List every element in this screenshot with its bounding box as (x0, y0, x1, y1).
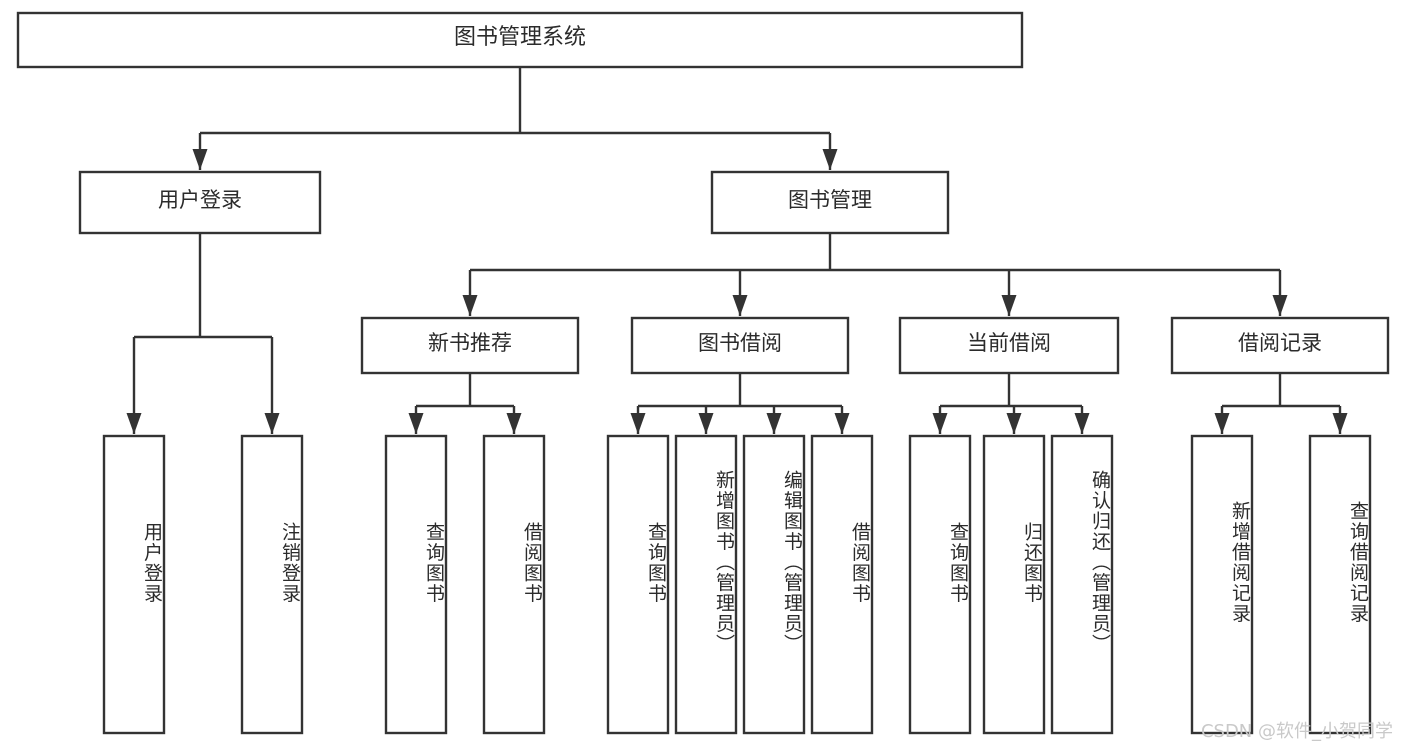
node-borrow-record[interactable] (1170, 316, 1390, 375)
leaf-leaf-add-book[interactable] (674, 434, 738, 735)
node-book-borrow[interactable] (630, 316, 850, 375)
leaf-leaf-query-book-3[interactable] (908, 434, 972, 735)
leaf-leaf-query-book-2-label: 查询图书 (645, 521, 667, 604)
arrow-head-icon (462, 295, 478, 316)
leaf-leaf-query-book-1[interactable] (384, 434, 448, 735)
node-current-borrow[interactable] (898, 316, 1120, 375)
leaf-leaf-query-book-3-label: 查询图书 (947, 521, 969, 604)
leaf-leaf-return-book[interactable] (982, 434, 1046, 735)
node-book-manage-label: 图书管理 (788, 187, 872, 212)
arrow-head-icon (932, 413, 948, 434)
leaf-leaf-query-record[interactable] (1308, 434, 1372, 735)
leaf-leaf-query-book-2[interactable] (606, 434, 670, 735)
arrow-head-icon (126, 413, 142, 434)
arrow-head-icon (822, 149, 838, 170)
leaf-leaf-add-record-label: 新增借阅记录 (1229, 501, 1251, 624)
leaf-leaf-return-book-label: 归还图书 (1021, 521, 1043, 604)
leaf-leaf-query-record-label: 查询借阅记录 (1347, 501, 1369, 624)
leaf-leaf-confirm-return[interactable] (1050, 434, 1114, 735)
node-root[interactable] (16, 11, 1024, 69)
leaf-leaf-user-login[interactable] (102, 434, 166, 735)
node-user-login-label: 用户登录 (158, 187, 242, 212)
leaf-leaf-user-login-label: 用户登录 (141, 521, 163, 604)
node-borrow-record-label: 借阅记录 (1238, 330, 1322, 355)
leaf-leaf-query-book-1-label: 查询图书 (423, 521, 445, 604)
arrow-head-icon (630, 413, 646, 434)
arrow-head-icon (1214, 413, 1230, 434)
arrow-head-icon (698, 413, 714, 434)
arrow-head-icon (766, 413, 782, 434)
arrow-head-icon (732, 295, 748, 316)
arrow-head-icon (192, 149, 208, 170)
arrow-head-icon (264, 413, 280, 434)
leaf-leaf-logout-login-label: 注销登录 (279, 521, 301, 604)
leaf-leaf-logout-login[interactable] (240, 434, 304, 735)
arrow-head-icon (1272, 295, 1288, 316)
node-root-label: 图书管理系统 (453, 25, 586, 50)
connector-lines (126, 67, 1348, 434)
node-user-login[interactable] (78, 170, 322, 235)
arrow-head-icon (1332, 413, 1348, 434)
node-current-borrow-label: 当前借阅 (967, 330, 1051, 355)
node-book-borrow-label: 图书借阅 (698, 330, 782, 355)
arrow-head-icon (506, 413, 522, 434)
node-new-book-recommend-label: 新书推荐 (428, 330, 512, 355)
node-new-book-recommend[interactable] (360, 316, 580, 375)
leaf-leaf-borrow-book-2-label: 借阅图书 (849, 521, 871, 604)
arrow-head-icon (1001, 295, 1017, 316)
node-book-manage[interactable] (710, 170, 950, 235)
arrow-head-icon (1074, 413, 1090, 434)
leaf-leaf-borrow-book-1[interactable] (482, 434, 546, 735)
leaf-leaf-edit-book[interactable] (742, 434, 806, 735)
leaf-leaf-edit-book-label: 编辑图书（管理员） (781, 470, 803, 655)
arrow-head-icon (408, 413, 424, 434)
leaf-leaf-confirm-return-label: 确认归还（管理员） (1089, 470, 1111, 655)
arrow-head-icon (1006, 413, 1022, 434)
leaf-leaf-borrow-book-2[interactable] (810, 434, 874, 735)
leaf-leaf-add-book-label: 新增图书（管理员） (713, 470, 735, 655)
node-boxes (16, 11, 1390, 735)
arrow-head-icon (834, 413, 850, 434)
leaf-leaf-borrow-book-1-label: 借阅图书 (521, 521, 543, 604)
leaf-leaf-add-record[interactable] (1190, 434, 1254, 735)
